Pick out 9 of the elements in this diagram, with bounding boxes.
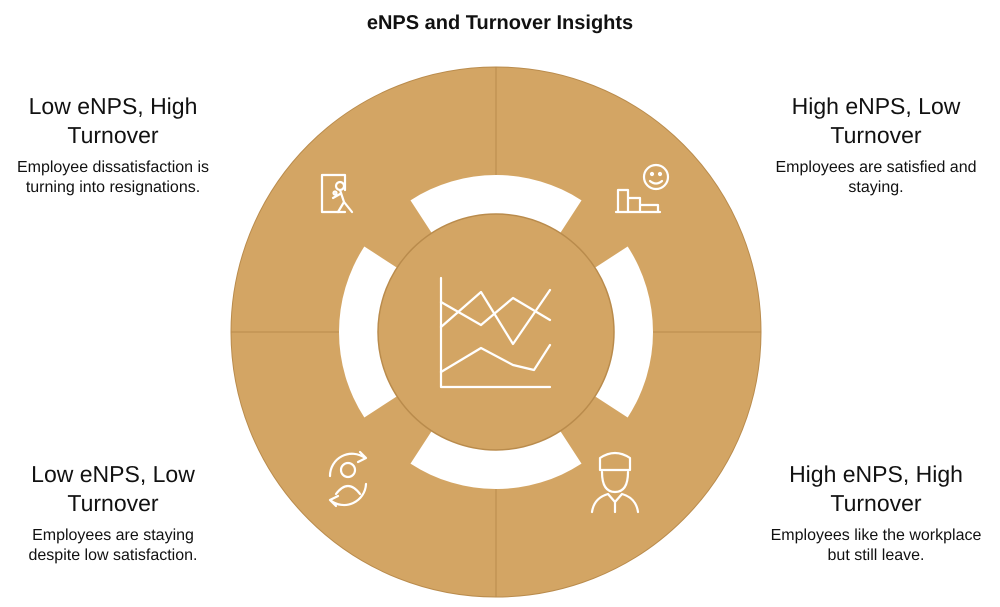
quadrant-heading: Low eNPS, Low Turnover <box>30 460 196 518</box>
quadrant-description: Employees like the workplace but still leave. <box>770 526 982 566</box>
quadrant-description: Employee dissatisfaction is turning into resignations. <box>16 158 210 198</box>
quadrant-heading: High eNPS, Low Turnover <box>790 92 962 150</box>
quadrant-heading: High eNPS, High Turnover <box>788 460 964 518</box>
quadrant-description: Employees are staying despite low satisfaction. <box>28 526 198 566</box>
diagram-title: eNPS and Turnover Insights <box>366 12 634 35</box>
quadrant-description: Employees are satisfied and staying. <box>774 158 978 198</box>
quadrant-heading: Low eNPS, High Turnover <box>28 92 198 150</box>
